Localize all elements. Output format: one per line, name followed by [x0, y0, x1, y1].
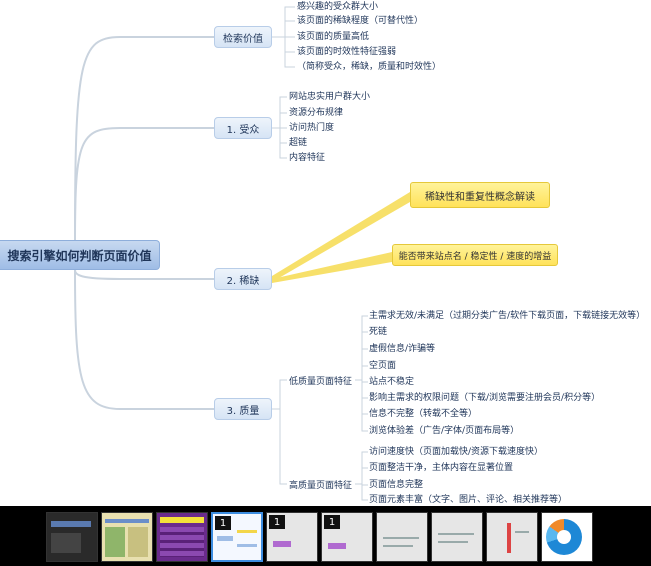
- group-high-quality[interactable]: 高质量页面特征: [289, 481, 353, 491]
- slide-thumbnail-10[interactable]: [541, 512, 593, 562]
- slide-badge: 1: [324, 515, 340, 529]
- callout-scarcity-concept[interactable]: 稀缺性和重复性概念解读: [410, 182, 550, 208]
- slide-thumbnail-7[interactable]: [376, 512, 428, 562]
- root-topic[interactable]: 搜索引擎如何判断页面价值: [0, 240, 160, 270]
- slide-thumbnail-5[interactable]: 1: [266, 512, 318, 562]
- leaf-item[interactable]: 该页面的稀缺程度（可替代性）: [297, 16, 424, 26]
- branch-audience[interactable]: 1. 受众: [214, 117, 272, 139]
- slide-thumbnail-8[interactable]: [431, 512, 483, 562]
- group-low-quality[interactable]: 低质量页面特征: [289, 377, 353, 387]
- callout-site-gain[interactable]: 能否带来站点名 / 稳定性 / 速度的增益: [392, 244, 558, 266]
- slide-thumbnail-4[interactable]: 1: [211, 512, 263, 562]
- callout-wedge: [272, 192, 410, 282]
- leaf-item[interactable]: 该页面的质量高低: [297, 32, 370, 42]
- connector-lines: [74, 6, 410, 501]
- leaf-item[interactable]: 访问热门度: [289, 123, 335, 133]
- branch-quality[interactable]: 3. 质量: [214, 398, 272, 420]
- leaf-item[interactable]: 页面信息完整: [369, 480, 424, 490]
- leaf-item[interactable]: 页面元素丰富（文字、图片、评论、相关推荐等）: [369, 495, 568, 505]
- leaf-item[interactable]: 浏览体验差（广告/字体/页面布局等）: [369, 426, 520, 436]
- leaf-item[interactable]: 内容特征: [289, 153, 326, 163]
- leaf-item[interactable]: 该页面的时效性特征强弱: [297, 47, 397, 57]
- leaf-item[interactable]: 访问速度快（页面加载快/资源下载速度快）: [369, 447, 544, 457]
- branch-scarcity[interactable]: 2. 稀缺: [214, 268, 272, 290]
- leaf-item[interactable]: 感兴趣的受众群大小: [297, 2, 379, 12]
- leaf-item[interactable]: 空页面: [369, 361, 397, 371]
- leaf-item[interactable]: 死链: [369, 327, 388, 337]
- slide-thumbnail-6[interactable]: 1: [321, 512, 373, 562]
- mindmap-canvas: 搜索引擎如何判断页面价值 检索价值 1. 受众 2. 稀缺 3. 质量 感兴趣的…: [0, 2, 646, 505]
- leaf-item[interactable]: 超链: [289, 138, 308, 148]
- thumbnail-strip: 1 1 1: [0, 506, 651, 566]
- leaf-item[interactable]: 影响主需求的权限问题（下载/浏览需要注册会员/积分等）: [369, 393, 601, 403]
- leaf-item[interactable]: 网站忠实用户群大小: [289, 92, 371, 102]
- leaf-item[interactable]: 站点不稳定: [369, 377, 415, 387]
- slide-badge: 1: [215, 516, 231, 530]
- leaf-item[interactable]: 资源分布规律: [289, 108, 344, 118]
- branch-retrieval-value[interactable]: 检索价值: [214, 26, 272, 48]
- leaf-item[interactable]: 信息不完整（转载不全等）: [369, 409, 478, 419]
- slide-thumbnail-2[interactable]: [101, 512, 153, 562]
- leaf-item[interactable]: 主需求无效/未满足（过期分类广告/软件下载页面，下载链接无效等）: [369, 311, 646, 321]
- leaf-item[interactable]: （简称受众，稀缺，质量和时效性）: [297, 62, 442, 72]
- slide-thumbnail-3[interactable]: [156, 512, 208, 562]
- slide-thumbnail-1[interactable]: [46, 512, 98, 562]
- leaf-item[interactable]: 页面整洁干净，主体内容在显著位置: [369, 463, 514, 473]
- leaf-item[interactable]: 虚假信息/诈骗等: [369, 344, 436, 354]
- callout-wedge: [272, 252, 392, 283]
- slide-thumbnail-9[interactable]: [486, 512, 538, 562]
- slide-badge: 1: [269, 515, 285, 529]
